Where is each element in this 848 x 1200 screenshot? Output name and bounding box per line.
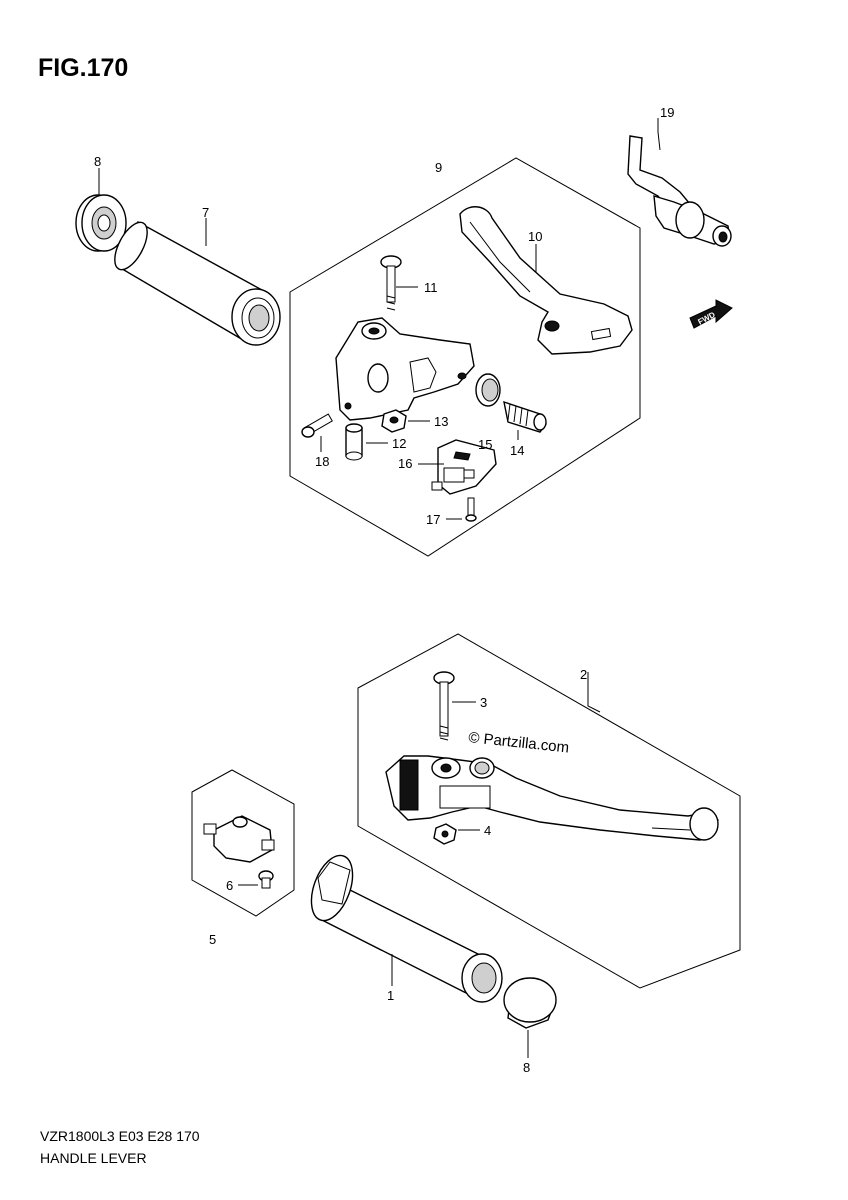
brake-lever-pivot-bolt[interactable] bbox=[433, 671, 455, 741]
lever-guard[interactable] bbox=[627, 135, 732, 247]
watermark-text: © Partzilla.com bbox=[468, 729, 570, 756]
clutch-lever-bracket[interactable] bbox=[335, 317, 475, 421]
lever-pivot-bolt[interactable] bbox=[380, 255, 402, 311]
assembly-9-outline bbox=[289, 157, 641, 557]
model-code: VZR1800L3 E03 E28 170 bbox=[40, 1128, 200, 1144]
figure-title: FIG.170 bbox=[38, 54, 129, 82]
callout-3: 3 bbox=[480, 695, 487, 710]
callout-13: 13 bbox=[434, 414, 448, 429]
assembly-2-outline bbox=[357, 633, 741, 989]
callout-2: 2 bbox=[580, 667, 587, 682]
fwd-arrow-icon: FWD bbox=[689, 299, 733, 329]
brake-light-switch[interactable] bbox=[203, 815, 275, 863]
throttle-grip[interactable] bbox=[303, 850, 503, 1003]
callout-11: 11 bbox=[424, 280, 438, 295]
clutch-lever[interactable] bbox=[459, 206, 633, 355]
figure-name: HANDLE LEVER bbox=[40, 1150, 147, 1166]
brake-lever-nut[interactable] bbox=[433, 823, 457, 845]
lever-adjuster[interactable] bbox=[475, 373, 547, 433]
assembly-5-outline bbox=[191, 769, 295, 917]
callout-12: 12 bbox=[392, 436, 406, 451]
callout-5: 5 bbox=[209, 932, 216, 947]
callout-8-top: 8 bbox=[94, 154, 101, 169]
callout-8-bottom: 8 bbox=[523, 1060, 530, 1075]
brake-lever[interactable] bbox=[385, 755, 719, 841]
callout-4: 4 bbox=[484, 823, 491, 838]
clutch-switch[interactable] bbox=[431, 439, 497, 495]
callout-14: 14 bbox=[510, 443, 524, 458]
bracket-nut[interactable] bbox=[381, 409, 407, 433]
bracket-bolt-small[interactable] bbox=[301, 413, 333, 438]
callout-18: 18 bbox=[315, 454, 329, 469]
callout-19: 19 bbox=[660, 105, 674, 120]
callout-17: 17 bbox=[426, 512, 440, 527]
callout-6: 6 bbox=[226, 878, 233, 893]
callout-15: 15 bbox=[478, 437, 492, 452]
switch-screw[interactable] bbox=[465, 497, 477, 522]
callout-10: 10 bbox=[528, 229, 542, 244]
bar-end-weight-top[interactable] bbox=[75, 194, 127, 252]
callout-7: 7 bbox=[202, 205, 209, 220]
callout-1: 1 bbox=[387, 988, 394, 1003]
handlebar-grip-left[interactable] bbox=[108, 217, 281, 346]
bar-end-weight-bottom[interactable] bbox=[503, 977, 557, 1029]
switch-screw-lower[interactable] bbox=[258, 870, 274, 889]
callout-9: 9 bbox=[435, 160, 442, 175]
callout-16: 16 bbox=[398, 456, 412, 471]
bracket-spacer[interactable] bbox=[345, 423, 363, 461]
